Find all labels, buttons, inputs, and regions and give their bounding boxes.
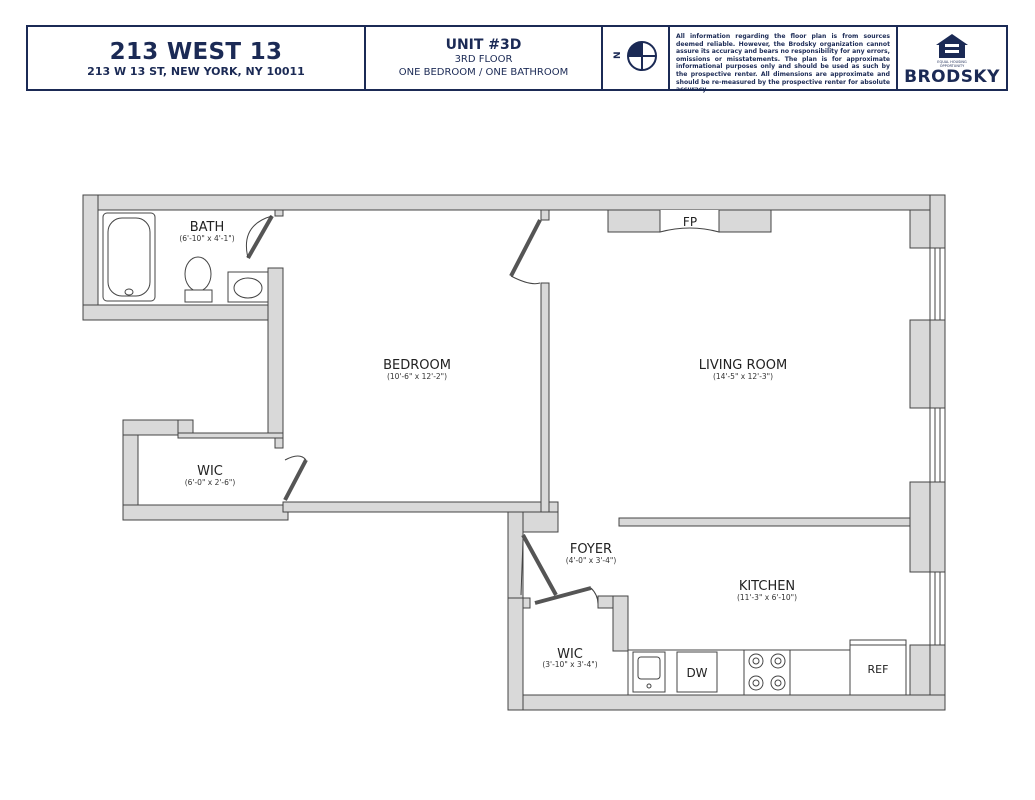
living-room-dims: (14'-5" x 12'-3") [713,372,773,381]
bathtub-icon [102,212,156,302]
walls [82,194,946,711]
compass-label: N [613,51,623,59]
wic-bedroom-dims: (6'-0" x 2'-6") [185,478,236,487]
bedroom-dims: (10'-6" x 12'-2") [387,372,447,381]
unit-type: ONE BEDROOM / ONE BATHROOM [398,67,569,78]
logo-cell: EQUAL HOUSING OPPORTUNITY BRODSKY [898,27,1006,89]
building-name: 213 WEST 13 [109,39,283,65]
equal-housing-icon [936,34,968,58]
bedroom-label: BEDROOM [383,358,451,373]
dishwasher-label: DW [686,666,707,680]
wic-bedroom-label: WIC [197,464,223,479]
windows [929,247,946,646]
doors [246,215,599,605]
building-address: 213 W 13 ST, NEW YORK, NY 10011 [87,65,305,78]
logo-name: BRODSKY [904,67,1000,87]
burners-icon [748,653,786,691]
address-cell: 213 WEST 13 213 W 13 ST, NEW YORK, NY 10… [28,27,366,89]
kitchen-label: KITCHEN [739,579,795,594]
title-block: 213 WEST 13 213 W 13 ST, NEW YORK, NY 10… [26,25,1008,93]
disclaimer-text: All information regarding the floor plan… [676,33,890,94]
refrigerator-label: REF [868,663,889,676]
toilet-icon [184,256,213,303]
dishwasher-icon [676,651,718,693]
wic-foyer-label: WIC [557,647,583,662]
bath-label: BATH [190,220,225,235]
unit-floor: 3RD FLOOR [454,54,513,65]
refrigerator-icon [849,639,907,696]
foyer-dims: (4'-0" x 3'-4") [566,556,617,565]
unit-cell: UNIT #3D 3RD FLOOR ONE BEDROOM / ONE BAT… [366,27,603,89]
north-arrow-icon: N [613,41,657,71]
foyer-label: FOYER [570,542,612,557]
bath-dims: (6'-10" x 4'-1") [179,234,234,243]
wic-foyer-dims: (3'-10" x 3'-4") [542,660,597,669]
fireplace-icon [659,210,720,233]
fireplace-label: FP [683,215,697,229]
compass-cell: N [603,27,670,89]
disclaimer-cell: All information regarding the floor plan… [670,27,898,93]
living-room-label: LIVING ROOM [699,358,787,373]
sink-icon [227,271,269,303]
kitchen-dims: (11'-3" x 6'-10") [737,593,797,602]
logo-caption: EQUAL HOUSING OPPORTUNITY [937,60,967,68]
kitchen-counter [627,649,851,696]
unit-number: UNIT #3D [445,37,522,53]
